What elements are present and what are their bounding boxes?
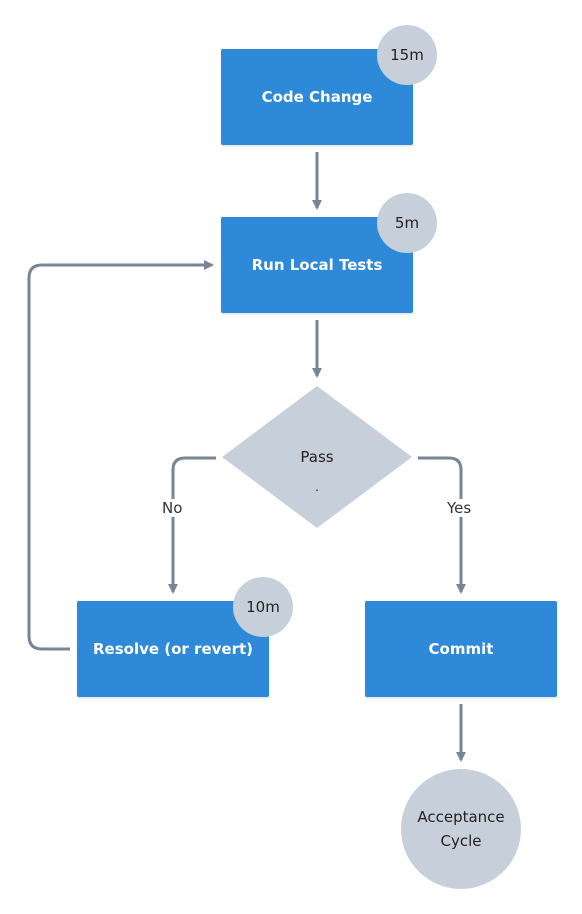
acceptance-cycle-node: Acceptance Cycle	[401, 769, 521, 889]
acceptance-cycle-line2: Cycle	[440, 832, 482, 850]
pass-decision-dot: .	[315, 480, 319, 494]
connector-pass-no-to-resolve	[168, 456, 216, 594]
resolve-duration: 10m	[246, 598, 280, 616]
code-change-label: Code Change	[261, 88, 373, 106]
acceptance-cycle-line1: Acceptance	[417, 808, 505, 826]
pass-decision-diamond	[222, 386, 412, 528]
connector-pass-yes-to-commit	[418, 456, 466, 594]
resolve-duration-badge: 10m	[233, 577, 293, 637]
connector-resolve-loop-to-tests	[27, 260, 214, 651]
no-branch-label: No	[160, 499, 185, 517]
resolve-label: Resolve (or revert)	[93, 640, 253, 658]
run-local-tests-duration-badge: 5m	[377, 193, 437, 253]
commit-node: Commit	[365, 601, 557, 697]
run-local-tests-label: Run Local Tests	[251, 256, 383, 274]
code-change-duration-badge: 15m	[377, 25, 437, 85]
resolve-node: Resolve (or revert)	[77, 601, 269, 697]
run-local-tests-duration: 5m	[394, 214, 420, 232]
pass-decision-label: Pass	[300, 448, 334, 466]
yes-branch-label: Yes	[445, 499, 474, 517]
code-change-duration: 15m	[390, 46, 424, 64]
commit-label: Commit	[428, 640, 494, 658]
